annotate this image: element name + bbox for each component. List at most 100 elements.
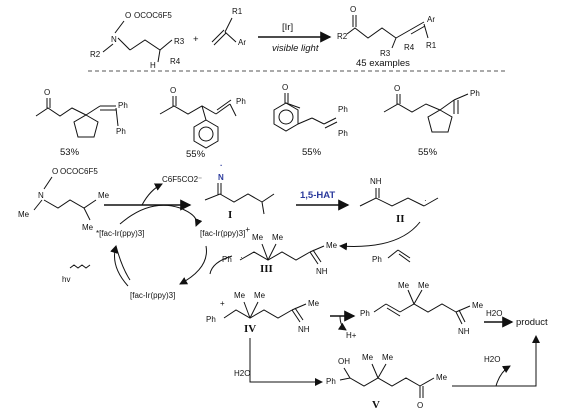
svg-text:O: O	[394, 84, 400, 93]
iv-me-3: Me	[308, 299, 320, 308]
iminyl-n-label: N	[218, 173, 224, 182]
example-3-ph-top: Ph	[338, 105, 348, 114]
iv-cation: +	[220, 299, 225, 308]
example-3: O Ph Ph 55%	[273, 83, 348, 158]
label-V: V	[372, 399, 380, 411]
mech-oxime-me-3: Me	[82, 223, 94, 232]
svg-text:·: ·	[220, 161, 223, 170]
r4-label: R4	[170, 57, 181, 66]
r3-label: R3	[174, 37, 185, 46]
example-1-ph-bottom: Ph	[116, 127, 126, 136]
proton-label: H+	[346, 331, 357, 340]
ir-oxidized-label: [fac-Ir(ppy)3]+	[200, 225, 250, 238]
scope-label: 45 examples	[356, 58, 410, 69]
light-label: hv	[62, 275, 70, 284]
byproduct-arrow	[141, 183, 163, 206]
intermediate-IV: Ph + Me Me NH Me IV	[206, 291, 320, 335]
alkene-me-3: Me	[472, 301, 484, 310]
svg-text:N: N	[111, 35, 117, 44]
iii-me-2: Me	[272, 233, 284, 242]
ir-ground-label: [fac-Ir(ppy)3]	[130, 291, 175, 300]
condition-label: visible light	[272, 43, 319, 54]
example-4-yield: 55%	[418, 147, 438, 158]
example-1-yield: 53%	[60, 147, 80, 158]
retro-aldol-arrow	[452, 335, 540, 387]
styrene-ph: Ph	[372, 255, 382, 264]
mech-oxime-label: OCOC6F5	[60, 167, 98, 176]
ir-oxidation-arrow	[119, 204, 203, 227]
alkene-nh: NH	[458, 327, 470, 336]
ir-reduction-arrow	[179, 245, 207, 285]
iv-me-1: Me	[234, 291, 246, 300]
intermediate-II: NH · II	[359, 177, 439, 225]
substrate-oxime-ester: OCOC6F5 O N R2 R3 H R4	[90, 11, 185, 70]
example-3-ph-bottom: Ph	[338, 129, 348, 138]
svg-text:O: O	[170, 86, 176, 95]
ii-nh-label: NH	[370, 177, 382, 186]
alkene-imine: Ph Me Me NH Me	[360, 281, 484, 336]
mechanism: OCOC6F5 O N Me Me Me C6F5CO2⁻ · N I	[18, 161, 548, 411]
plus-sign: +	[193, 34, 199, 45]
v-me-3: Me	[436, 373, 448, 382]
product-label: product	[516, 317, 548, 328]
svg-text:·: ·	[240, 253, 243, 262]
iv-ph: Ph	[206, 315, 216, 324]
iii-ph: Ph	[222, 255, 232, 264]
water-label-2: H2O	[234, 369, 250, 378]
r1-label: R1	[232, 7, 243, 16]
oxime-ester-label: OCOC6F5	[134, 11, 172, 20]
water-label-3: H2O	[484, 355, 500, 364]
product-r4-label: R4	[404, 43, 415, 52]
svg-text:O: O	[282, 83, 288, 92]
h-label: H	[150, 61, 156, 70]
light-wave-icon	[69, 264, 91, 269]
product-r2-label: R2	[337, 32, 348, 41]
iv-nh: NH	[298, 325, 310, 334]
alkene-me-2: Me	[418, 281, 430, 290]
catalyst-label: [Ir]	[282, 22, 293, 33]
svg-text:O: O	[52, 167, 58, 176]
example-2-ph-right: Ph	[236, 97, 246, 106]
alkene-me-1: Me	[398, 281, 410, 290]
ir-cycle: *[fac-Ir(ppy)3] [fac-Ir(ppy)3]+ [fac-Ir(…	[62, 204, 250, 300]
v-me-1: Me	[362, 353, 374, 362]
label-III: III	[260, 263, 273, 275]
v-carbonyl-o: O	[417, 401, 423, 410]
v-me-2: Me	[382, 353, 394, 362]
styrene-addition-arrow	[339, 221, 421, 251]
ar-label: Ar	[238, 38, 246, 47]
hydration-arrow	[249, 338, 323, 386]
example-3-yield: 55%	[302, 147, 322, 158]
v-ph: Ph	[326, 377, 336, 386]
example-products: O Ph Ph 53% O Ph Ph 55%	[35, 83, 480, 160]
svg-text:O: O	[125, 11, 131, 20]
iv-me-2: Me	[254, 291, 266, 300]
water-label-1: H2O	[486, 309, 502, 318]
r2-label: R2	[90, 50, 101, 59]
label-I: I	[228, 209, 232, 221]
product-ketone: O R2 R3 Ar R1 R4	[337, 5, 437, 58]
example-1: O Ph Ph 53%	[35, 88, 128, 158]
general-reaction: OCOC6F5 O N R2 R3 H R4 + R1 Ar [Ir] visi…	[88, 5, 508, 72]
intermediate-I: · N I	[204, 161, 275, 221]
iii-nh: NH	[316, 267, 328, 276]
example-1-ph-top: Ph	[118, 101, 128, 110]
ir-excitation-arrow	[110, 245, 129, 287]
example-4-ph: Ph	[470, 89, 480, 98]
example-4: O Ph 55%	[383, 84, 480, 158]
product-ar-label: Ar	[427, 15, 435, 24]
intermediate-III: Ph · Me Me NH Me III	[222, 233, 338, 276]
svg-text:O: O	[44, 88, 50, 97]
intermediate-V: OH Ph Me Me Me O V	[326, 353, 448, 411]
ir-excited-label: *[fac-Ir(ppy)3]	[96, 229, 144, 238]
svg-text:·: ·	[424, 196, 427, 205]
label-IV: IV	[244, 323, 256, 335]
product-r1-label: R1	[426, 41, 437, 50]
mech-oxime-me-1: Me	[18, 210, 30, 219]
hat-label: 1,5-HAT	[300, 190, 335, 201]
byproduct-label: C6F5CO2⁻	[162, 175, 202, 184]
mechanism-oxime: OCOC6F5 O N Me Me Me	[18, 167, 110, 232]
iii-me-1: Me	[252, 233, 264, 242]
svg-text:N: N	[38, 191, 44, 200]
